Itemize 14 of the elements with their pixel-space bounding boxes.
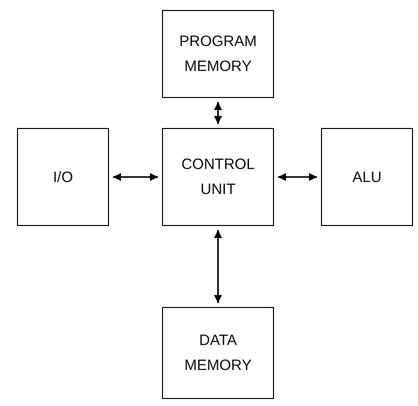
double-arrow [214, 102, 222, 124]
process-box [162, 128, 274, 226]
double-arrow [278, 173, 317, 181]
box-label: PROGRAM MEMORY [178, 32, 258, 77]
double-arrow [214, 230, 222, 303]
double-arrow [113, 173, 158, 181]
process-box [162, 307, 274, 399]
process-box [162, 10, 274, 98]
process-box [321, 128, 413, 226]
process-box [17, 128, 109, 226]
box-label: I/O [52, 168, 74, 188]
box-label: DATA MEMORY [183, 331, 253, 376]
box-label: ALU [351, 168, 383, 188]
box-label: CONTROL UNIT [180, 155, 256, 200]
